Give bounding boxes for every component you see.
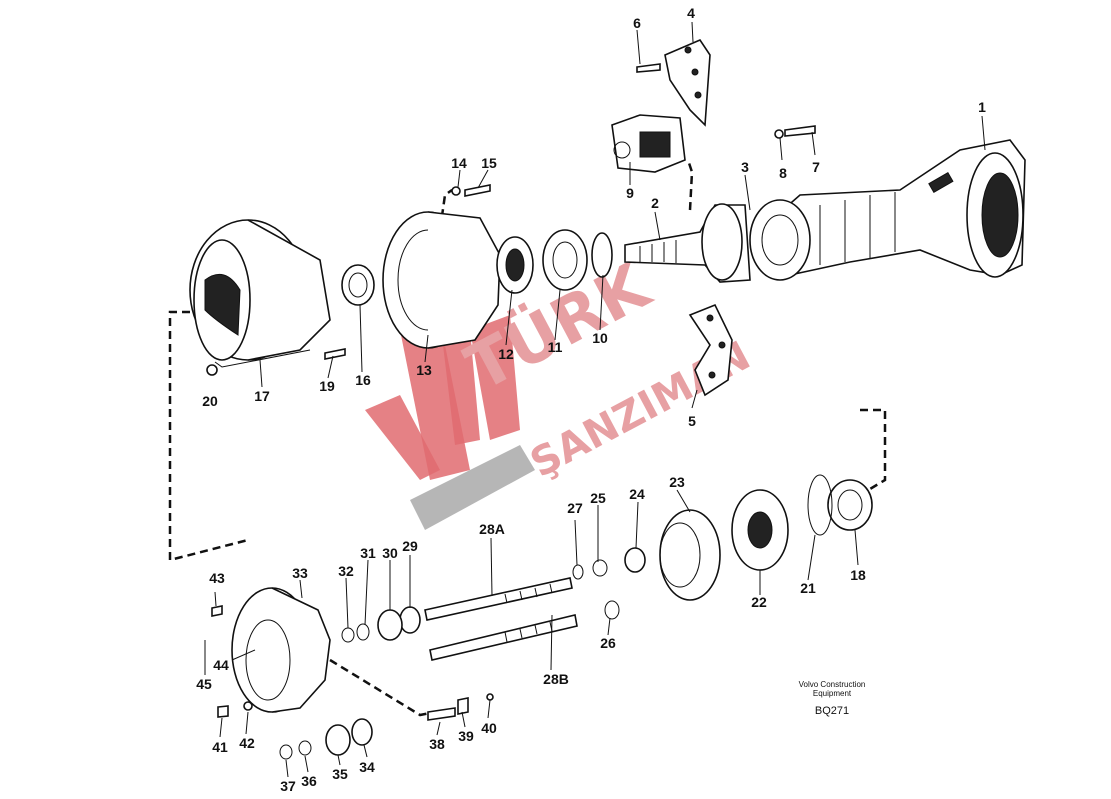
callout-45[interactable]: 45 (196, 676, 212, 692)
callout-26[interactable]: 26 (600, 635, 616, 651)
gear-stack-upper (341, 606, 421, 643)
callout-18[interactable]: 18 (850, 567, 866, 583)
brake-bracket-top (664, 39, 711, 127)
callout-27[interactable]: 27 (567, 500, 583, 516)
callout-5[interactable]: 5 (688, 413, 696, 429)
callout-1[interactable]: 1 (978, 99, 986, 115)
callout-11[interactable]: 11 (548, 339, 563, 355)
callout-13[interactable]: 13 (416, 362, 432, 378)
reference-caption-line2: Equipment (813, 689, 852, 698)
spindle (624, 203, 751, 283)
bearing-24-25-27 (572, 547, 646, 620)
callout-40[interactable]: 40 (481, 720, 497, 736)
callout-22[interactable]: 22 (751, 594, 767, 610)
callout-44[interactable]: 44 (213, 657, 229, 673)
callout-2[interactable]: 2 (651, 195, 659, 211)
callout-15[interactable]: 15 (481, 155, 497, 171)
callout-20[interactable]: 20 (202, 393, 218, 409)
callout-42[interactable]: 42 (239, 735, 255, 751)
callout-16[interactable]: 16 (355, 372, 371, 388)
ring-gear (659, 509, 721, 601)
bolts-top (451, 63, 816, 197)
callout-28b[interactable]: 28B (543, 671, 569, 687)
callout-36[interactable]: 36 (301, 773, 317, 789)
axle-housing (749, 139, 1026, 281)
callout-39[interactable]: 39 (458, 728, 474, 744)
brake-bracket-bottom (688, 303, 733, 397)
callout-25[interactable]: 25 (590, 490, 606, 506)
callout-6[interactable]: 6 (633, 15, 641, 31)
callout-41[interactable]: 41 (212, 739, 228, 755)
callout-23[interactable]: 23 (669, 474, 685, 490)
bearing-18 (827, 479, 873, 531)
callout-12[interactable]: 12 (498, 346, 514, 362)
callout-21[interactable]: 21 (800, 580, 816, 596)
planet-carrier-hub (731, 489, 789, 571)
callout-37[interactable]: 37 (280, 778, 296, 794)
bearings-seals-upper (341, 229, 613, 306)
reference-caption-line1: Volvo Construction (799, 680, 866, 689)
callout-19[interactable]: 19 (319, 378, 335, 394)
callout-34[interactable]: 34 (359, 759, 375, 775)
planet-carrier-cover (231, 587, 331, 713)
gear-stack-lower (279, 718, 373, 760)
connection-dashed-lines (168, 159, 887, 717)
callout-3[interactable]: 3 (741, 159, 749, 175)
callout-43[interactable]: 43 (209, 570, 225, 586)
drive-shafts (424, 577, 578, 661)
callout-28a[interactable]: 28A (479, 521, 505, 537)
callout-7[interactable]: 7 (812, 159, 820, 175)
callout-35[interactable]: 35 (332, 766, 348, 782)
callout-32[interactable]: 32 (338, 563, 354, 579)
snap-ring-21 (807, 474, 833, 536)
pin-and-bolts-lower (206, 348, 494, 721)
reference-code: BQ271 (815, 705, 849, 717)
callout-14[interactable]: 14 (451, 155, 467, 171)
callout-10[interactable]: 10 (592, 330, 608, 346)
callout-24[interactable]: 24 (629, 486, 645, 502)
callout-8[interactable]: 8 (779, 165, 787, 181)
callout-labels: 1 2 3 4 5 6 7 8 9 10 11 12 13 14 15 16 1… (196, 5, 986, 794)
wheel-hub (189, 219, 331, 361)
leader-lines (204, 21, 986, 778)
callout-38[interactable]: 38 (429, 736, 445, 752)
callout-30[interactable]: 30 (382, 545, 398, 561)
callout-29[interactable]: 29 (402, 538, 418, 554)
brake-caliper (611, 114, 686, 173)
callout-17[interactable]: 17 (254, 388, 270, 404)
brake-disc (382, 211, 501, 349)
callout-31[interactable]: 31 (360, 545, 376, 561)
callout-33[interactable]: 33 (292, 565, 308, 581)
callout-9[interactable]: 9 (626, 185, 634, 201)
callout-4[interactable]: 4 (687, 5, 695, 21)
reference-caption: Volvo Construction Equipment BQ271 (799, 680, 866, 717)
